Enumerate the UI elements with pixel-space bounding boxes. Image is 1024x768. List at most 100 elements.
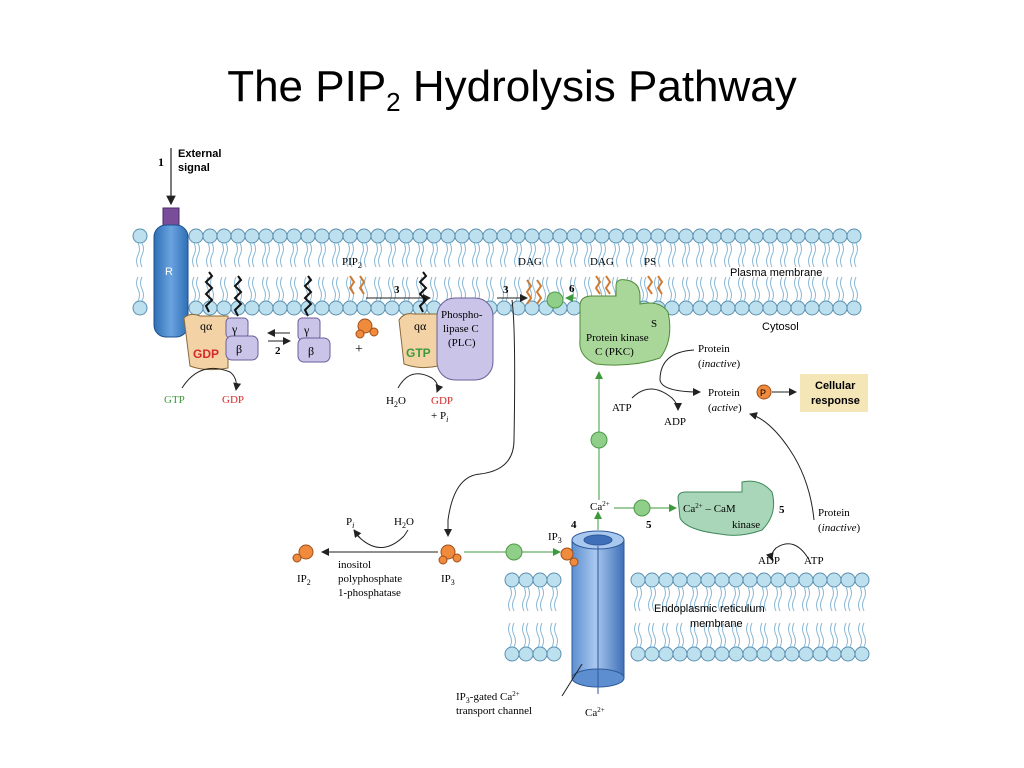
lipid-head (832, 300, 848, 316)
lipid-head (742, 646, 758, 662)
lipid-head (840, 646, 856, 662)
svg-text:GTP: GTP (164, 394, 185, 406)
lipid-tail (508, 586, 516, 612)
lipid-tail (430, 276, 438, 302)
svg-text:GDP: GDP (431, 395, 453, 407)
svg-text:4: 4 (571, 519, 577, 531)
lipid-tail (780, 276, 788, 302)
svg-text:2: 2 (275, 345, 281, 357)
lipid-tail (802, 622, 810, 648)
lipid-tail (808, 242, 816, 268)
lipid-tail (304, 276, 312, 302)
lipid-tail (304, 242, 312, 268)
lipid-tail (276, 276, 284, 302)
lipid-tail (662, 622, 670, 648)
lipid-tail (858, 586, 866, 612)
er-membrane (504, 572, 870, 662)
lipid-tail (360, 242, 368, 268)
lipid-head (230, 228, 246, 244)
lipid-head (272, 300, 288, 316)
lipid-tail (402, 242, 410, 268)
lipid-head (566, 228, 582, 244)
lipid-tail (402, 276, 410, 302)
lipid-head (538, 228, 554, 244)
svg-text:inositol: inositol (338, 559, 371, 571)
lipid-head (314, 228, 330, 244)
lipid-tail (858, 622, 866, 648)
lipid-head (188, 300, 204, 316)
lipid-head (216, 300, 232, 316)
lipid-tail (704, 586, 712, 612)
lipid-head (546, 572, 562, 588)
lipid-tail (816, 622, 824, 648)
svg-text:Protein kinase: Protein kinase (586, 332, 649, 344)
svg-text:Protein: Protein (698, 343, 730, 355)
lipid-head (700, 646, 716, 662)
svg-text:Ca2+: Ca2+ (590, 500, 610, 513)
lipid-tail (682, 276, 690, 302)
lipid-head (328, 228, 344, 244)
lipid-head (440, 228, 456, 244)
lipid-head (244, 228, 260, 244)
lipid-tail (234, 276, 242, 302)
svg-text:IP3: IP3 (441, 573, 455, 587)
lipid-head (812, 646, 828, 662)
lipid-tail (724, 242, 732, 268)
lipid-tail (794, 276, 802, 302)
lipid-head (532, 572, 548, 588)
lipid-tail (220, 242, 228, 268)
lipid-tail (536, 622, 544, 648)
lipid-head (854, 572, 870, 588)
lipid-head (518, 646, 534, 662)
svg-text:S: S (651, 318, 657, 330)
lipid-tail (318, 242, 326, 268)
lipid-tail (830, 586, 838, 612)
lipid-tail (654, 276, 662, 302)
lipid-head (314, 300, 330, 316)
lipid-head (482, 228, 498, 244)
lipid-head (790, 300, 806, 316)
lipid-tail (556, 242, 564, 268)
lipid-head (846, 300, 862, 316)
lipid-head (518, 572, 534, 588)
lipid-tail (276, 242, 284, 268)
lipid-head (504, 572, 520, 588)
svg-text:1: 1 (158, 155, 164, 169)
lipid-tail (318, 276, 326, 302)
lipid-head (132, 300, 148, 316)
lipid-tail (746, 586, 754, 612)
lipid-head (510, 228, 526, 244)
lipid-tail (220, 276, 228, 302)
lipid-tail (738, 242, 746, 268)
g-beta-gamma-free: 2 γ β (267, 275, 331, 363)
svg-text:Endoplasmic reticulum: Endoplasmic reticulum (654, 603, 765, 615)
lipid-tail (374, 276, 382, 302)
svg-text:GDP: GDP (193, 347, 219, 361)
receptor: R (153, 207, 189, 338)
lipid-tail (766, 276, 774, 302)
lipid-tail (136, 242, 144, 268)
lipid-head (426, 228, 442, 244)
svg-text:Ca2+: Ca2+ (585, 706, 605, 719)
lipid-tail (570, 242, 578, 268)
svg-text:β: β (308, 344, 314, 358)
lipid-head (202, 228, 218, 244)
ip3-degradation: Pi H2O inositol polyphosphate 1-phosphat… (292, 516, 438, 599)
lipid-head (686, 572, 702, 588)
lipid-tail (696, 242, 704, 268)
lipid-head (552, 228, 568, 244)
svg-text:ATP: ATP (804, 555, 824, 567)
lipid-head (524, 228, 540, 244)
lipid-head (672, 572, 688, 588)
svg-text:5: 5 (646, 519, 652, 531)
lipid-tail (696, 276, 704, 302)
lipid-head (630, 646, 646, 662)
svg-text:5: 5 (779, 504, 785, 516)
lipid-head (644, 646, 660, 662)
lipid-tail (836, 242, 844, 268)
svg-text:3: 3 (394, 284, 400, 296)
lipid-tail (704, 622, 712, 648)
lipid-head (720, 228, 736, 244)
lipid-head (622, 228, 638, 244)
lipid-tail (738, 276, 746, 302)
